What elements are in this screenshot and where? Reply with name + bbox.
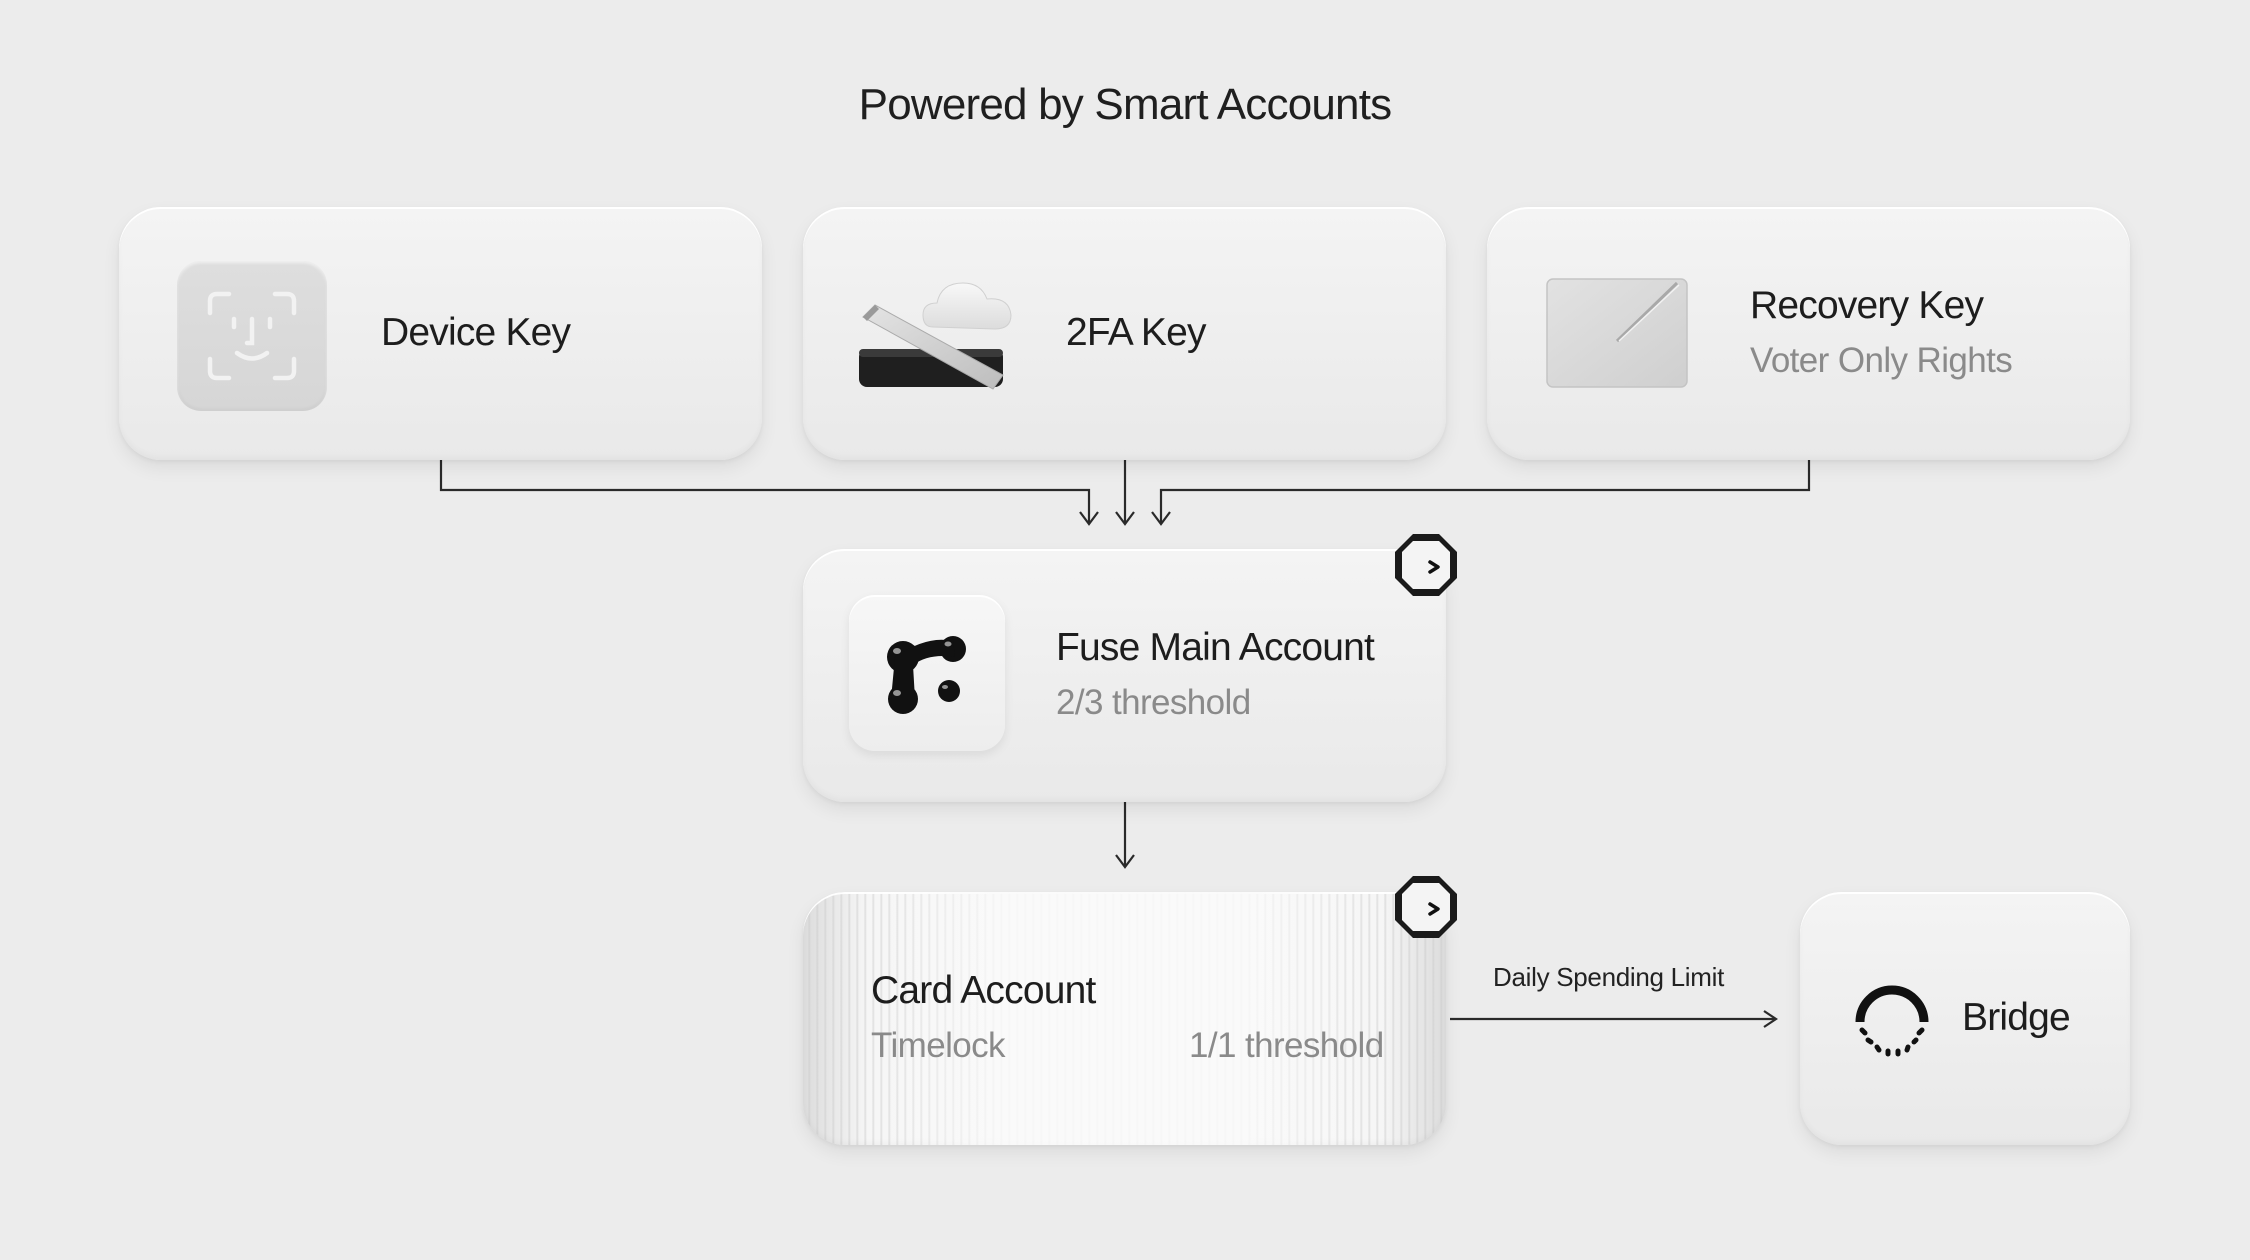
hardware-key-cloud-icon <box>859 282 1012 390</box>
recovery-key-subtitle: Voter Only Rights <box>1750 341 2013 380</box>
twofa-key-card[interactable]: 2FA Key <box>803 207 1446 460</box>
card-account-card[interactable]: Card Account Timelock 1/1 threshold <box>803 892 1446 1145</box>
device-key-card[interactable]: Device Key <box>119 207 762 460</box>
edge-device-to-main <box>439 460 1091 523</box>
fuse-logo-icon <box>887 636 966 714</box>
arrowhead-bridge <box>1763 1010 1778 1028</box>
card-account-title: Card Account <box>871 969 1096 1012</box>
device-key-title: Device Key <box>381 311 571 354</box>
face-id-tile <box>177 261 327 411</box>
main-account-subtitle: 2/3 threshold <box>1056 683 1251 722</box>
recovery-key-title: Recovery Key <box>1750 284 1984 327</box>
card-account-sheen <box>883 892 1366 1145</box>
bridge-ring-icon <box>1855 985 1929 1057</box>
face-id-icon <box>207 291 297 381</box>
paper-envelope-icon <box>1546 278 1688 388</box>
arrowhead-card <box>1115 854 1135 869</box>
page-title: Powered by Smart Accounts <box>858 80 1393 129</box>
arrowhead-recovery <box>1151 511 1171 526</box>
recovery-key-card[interactable]: Recovery Key Voter Only Rights <box>1487 207 2130 460</box>
card-account-timelock: Timelock <box>871 1026 1006 1065</box>
daily-spending-limit-label: Daily Spending Limit <box>1493 962 1725 992</box>
card-account-threshold: 1/1 threshold <box>1189 1026 1384 1065</box>
bridge-title: Bridge <box>1962 996 2071 1039</box>
main-account-title: Fuse Main Account <box>1056 626 1375 669</box>
bridge-card[interactable]: Bridge <box>1800 892 2130 1145</box>
card-account-terminal-badge-icon[interactable] <box>1393 874 1459 940</box>
main-account-terminal-badge-icon[interactable] <box>1393 532 1459 598</box>
arrowhead-2fa <box>1115 511 1135 526</box>
main-account-card[interactable]: Fuse Main Account 2/3 threshold <box>803 549 1446 802</box>
edge-recovery-to-main <box>1159 460 1811 523</box>
fuse-logo-tile <box>849 595 1005 751</box>
arrowhead-device <box>1079 511 1099 526</box>
twofa-key-title: 2FA Key <box>1066 311 1206 354</box>
